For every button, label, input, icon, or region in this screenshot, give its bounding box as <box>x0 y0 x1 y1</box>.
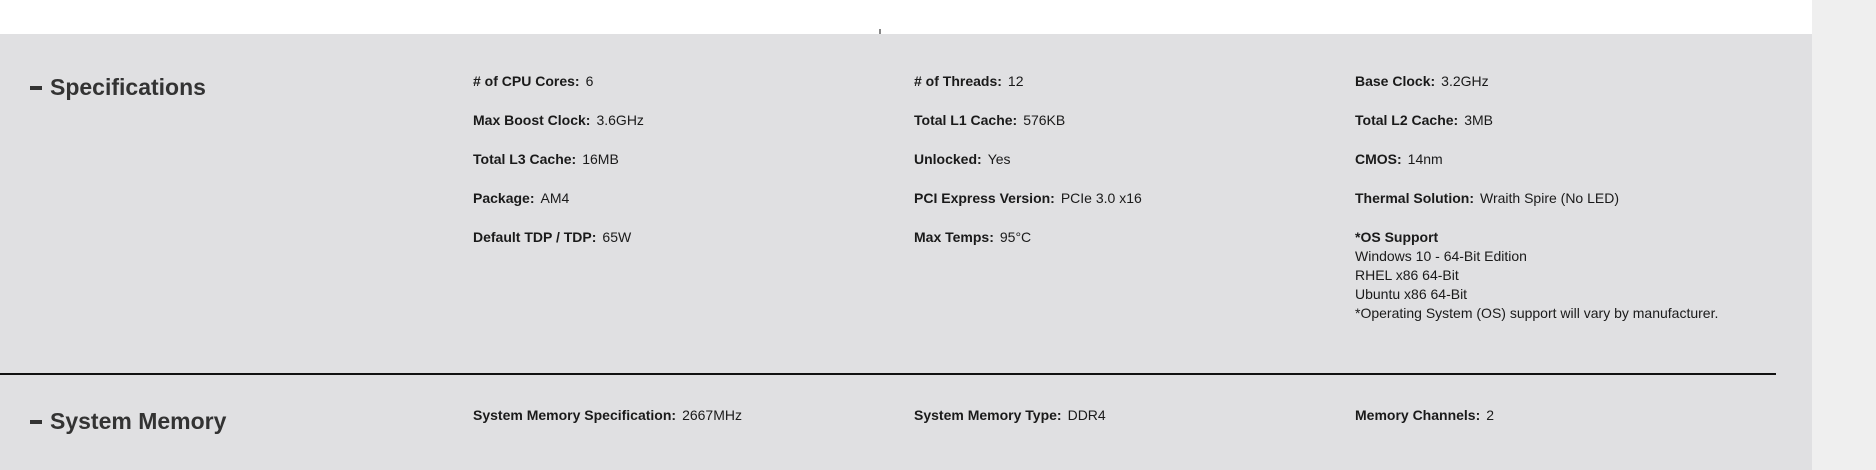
collapse-icon <box>30 419 42 424</box>
spec-label: System Memory Type: <box>914 407 1062 423</box>
spec-value: 6 <box>585 73 594 89</box>
spec-value: 14nm <box>1407 151 1443 167</box>
spec-item: System Memory Specification: 2667MHz <box>473 406 742 425</box>
spec-value: Wraith Spire (No LED) <box>1480 190 1620 206</box>
spec-label: Total L3 Cache: <box>473 151 577 167</box>
spec-item: Total L3 Cache: 16MB <box>473 150 619 169</box>
spec-value: 2667MHz <box>682 407 742 423</box>
spec-value: PCIe 3.0 x16 <box>1060 190 1142 206</box>
spec-item: Max Temps: 95°C <box>914 228 1031 247</box>
spec-label: Default TDP / TDP: <box>473 229 597 245</box>
spec-value: DDR4 <box>1067 407 1106 423</box>
top-bar <box>0 0 1812 34</box>
section-toggle-system-memory[interactable]: System Memory <box>30 408 226 435</box>
spec-value: 576KB <box>1023 112 1066 128</box>
spec-value: AM4 <box>540 190 570 206</box>
spec-item: PCI Express Version: PCIe 3.0 x16 <box>914 189 1142 208</box>
spec-label: Max Boost Clock: <box>473 112 591 128</box>
spec-item: Package: AM4 <box>473 189 569 208</box>
section-title: Specifications <box>50 74 206 100</box>
spec-item: Max Boost Clock: 3.6GHz <box>473 111 644 130</box>
spec-label: Total L1 Cache: <box>914 112 1018 128</box>
spec-item: Default TDP / TDP: 65W <box>473 228 631 247</box>
spec-value: 12 <box>1007 73 1024 89</box>
os-support: *OS Support Windows 10 - 64-Bit Edition … <box>1355 228 1718 323</box>
spec-label: Unlocked: <box>914 151 982 167</box>
spec-item: Total L2 Cache: 3MB <box>1355 111 1493 130</box>
spec-label: CMOS: <box>1355 151 1402 167</box>
spec-item: CMOS: 14nm <box>1355 150 1443 169</box>
spec-item: Thermal Solution: Wraith Spire (No LED) <box>1355 189 1619 208</box>
spec-value: 16MB <box>582 151 619 167</box>
spec-label: Total L2 Cache: <box>1355 112 1459 128</box>
spec-item: Memory Channels: 2 <box>1355 406 1494 425</box>
spec-value: Yes <box>987 151 1011 167</box>
spec-item: Unlocked: Yes <box>914 150 1011 169</box>
spec-label: System Memory Specification: <box>473 407 677 423</box>
tick-mark <box>879 29 881 34</box>
spec-value: 3.6GHz <box>596 112 644 128</box>
os-note: *Operating System (OS) support will vary… <box>1355 305 1719 321</box>
scrollbar[interactable] <box>1812 0 1876 470</box>
spec-label: # of CPU Cores: <box>473 73 580 89</box>
section-divider <box>0 373 1776 375</box>
spec-item: # of Threads: 12 <box>914 72 1023 91</box>
spec-item: Total L1 Cache: 576KB <box>914 111 1065 130</box>
spec-label: Package: <box>473 190 535 206</box>
spec-item: # of CPU Cores: 6 <box>473 72 593 91</box>
spec-label: PCI Express Version: <box>914 190 1055 206</box>
os-line: RHEL x86 64-Bit <box>1355 267 1459 283</box>
spec-label: Max Temps: <box>914 229 994 245</box>
spec-label: Thermal Solution: <box>1355 190 1474 206</box>
spec-item: System Memory Type: DDR4 <box>914 406 1106 425</box>
section-title: System Memory <box>50 408 227 434</box>
os-line: Windows 10 - 64-Bit Edition <box>1355 248 1527 264</box>
os-support-title: *OS Support <box>1355 229 1439 245</box>
spec-item: Base Clock: 3.2GHz <box>1355 72 1489 91</box>
spec-value: 3.2GHz <box>1441 73 1489 89</box>
specs-panel <box>0 34 1812 470</box>
os-line: Ubuntu x86 64-Bit <box>1355 286 1468 302</box>
spec-value: 95°C <box>999 229 1032 245</box>
spec-value: 65W <box>602 229 632 245</box>
collapse-icon <box>30 85 42 90</box>
spec-label: # of Threads: <box>914 73 1002 89</box>
spec-label: Base Clock: <box>1355 73 1436 89</box>
spec-value: 2 <box>1486 407 1495 423</box>
section-toggle-specifications[interactable]: Specifications <box>30 74 206 101</box>
spec-label: Memory Channels: <box>1355 407 1481 423</box>
spec-value: 3MB <box>1464 112 1493 128</box>
